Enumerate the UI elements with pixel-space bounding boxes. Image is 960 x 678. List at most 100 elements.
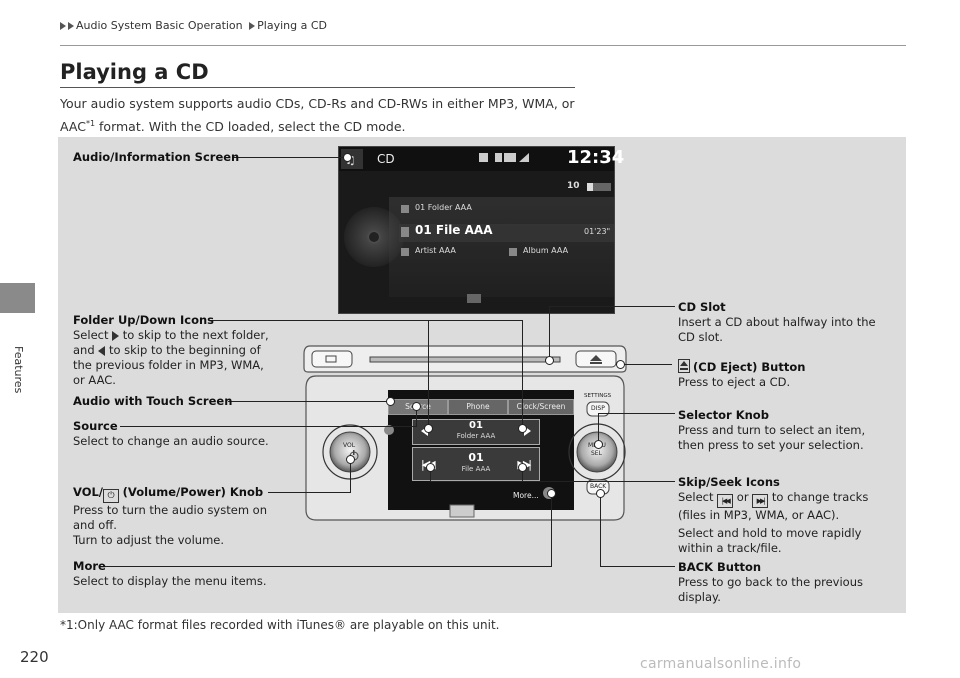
page-number: 220	[20, 648, 49, 666]
label-audio-info-screen: Audio/Information Screen	[73, 150, 240, 164]
folder-panel: 01 Folder AAA	[412, 419, 540, 445]
file-name: File AAA	[461, 465, 491, 473]
label-audio-touch-screen: Audio with Touch Screen	[73, 394, 233, 408]
leader-dot	[343, 153, 352, 162]
leader-cd-slot-v	[549, 306, 550, 360]
watermark: carmanualsonline.info	[640, 656, 802, 672]
screen-folder: 01 Folder AAA	[415, 203, 472, 212]
leader-source	[120, 426, 416, 427]
screen-album: Album AAA	[523, 246, 569, 255]
selector-knob-art	[576, 431, 618, 473]
prev-folder-icon	[98, 346, 106, 356]
screen-track-num: 10	[567, 181, 580, 191]
leader-dot	[518, 424, 527, 433]
page-title: Playing a CD	[60, 60, 209, 84]
leader-skip-v1	[430, 466, 431, 481]
intro-text: Your audio system supports audio CDs, CD…	[60, 94, 580, 137]
folder-up-icon[interactable]	[524, 426, 531, 436]
folder-num: 01	[469, 420, 483, 431]
section-tab	[0, 283, 35, 313]
footnote: *1:Only AAC format files recorded with i…	[60, 618, 500, 632]
label-skip: Skip/Seek Icons Select |◀◀ or ▶▶| to cha…	[678, 475, 869, 555]
intro-line2: AAC*1 format. With the CD loaded, select…	[60, 119, 406, 135]
signal-icon	[519, 153, 529, 162]
leader-vol-v	[350, 458, 351, 493]
breadcrumb-part1[interactable]: Audio System Basic Operation	[76, 19, 243, 32]
label-back: BACK Button Press to go back to the prev…	[678, 560, 863, 604]
header-divider	[60, 45, 906, 46]
screen-clock: 12:34	[567, 147, 625, 168]
label-source: Source Select to change an audio source.	[73, 419, 269, 448]
label-vol-knob: VOL/⏻ (Volume/Power) Knob Press to turn …	[73, 485, 267, 547]
vol-label[interactable]: VOL	[343, 442, 356, 449]
screen-artist: Artist AAA	[415, 246, 456, 255]
leader-dot	[616, 360, 625, 369]
label-eject: (CD Eject) Button Press to eject a CD.	[678, 359, 806, 389]
audio-info-screen: ♫ CD 12:34 10 01 Folder AAA 01 File AAA …	[338, 146, 624, 314]
leader-eject	[620, 364, 672, 365]
leader-source-v	[416, 405, 417, 427]
menu-grid-icon	[467, 294, 481, 303]
leader-dot	[596, 489, 605, 498]
next-folder-icon	[112, 331, 120, 341]
leader-dot	[346, 455, 355, 464]
sel-label[interactable]: SEL	[591, 450, 602, 457]
leader-dot	[412, 402, 421, 411]
intro-line1: Your audio system supports audio CDs, CD…	[60, 96, 575, 111]
battery-icon	[504, 153, 516, 162]
leader-back-v	[600, 492, 601, 567]
leader-audio-screen	[233, 157, 345, 158]
skip-back-ref-icon: |◀◀	[717, 494, 734, 508]
screen-source: CD	[377, 152, 395, 166]
leader-dot	[424, 424, 433, 433]
leader-skip	[430, 481, 675, 482]
label-folder-icons: Folder Up/Down Icons Select to skip to t…	[73, 313, 269, 387]
title-divider	[60, 87, 575, 88]
leader-folder-icons	[210, 320, 523, 321]
back-label[interactable]: BACK	[590, 483, 607, 490]
leader-selector-v	[598, 413, 599, 443]
label-more: More Select to display the menu items.	[73, 559, 267, 588]
screen-time: 01'23"	[584, 227, 611, 236]
leader-cd-slot	[549, 306, 675, 307]
leader-dot	[547, 489, 556, 498]
leader-dot	[594, 440, 603, 449]
side-label: Features	[12, 346, 25, 394]
leader-back	[600, 566, 675, 567]
home-icon[interactable]	[384, 425, 394, 435]
leader-folder-up	[522, 320, 523, 426]
file-num: 01	[468, 451, 484, 464]
leader-vol	[268, 492, 351, 493]
leader-dot	[518, 463, 527, 472]
power-icon: ⏻	[103, 489, 120, 503]
leader-dot	[426, 463, 435, 472]
footnote-ref[interactable]: *1	[85, 119, 96, 128]
disp-label[interactable]: DISP	[591, 405, 605, 412]
clock-screen-button[interactable]: Clock/Screen	[508, 399, 574, 415]
head-unit: Source Phone Clock/Screen 01 Folder AAA …	[300, 340, 630, 525]
side-label-wrap: Features	[12, 346, 25, 397]
leader-dot	[386, 397, 395, 406]
leader-more-v	[551, 492, 552, 567]
breadcrumb: Audio System Basic Operation Playing a C…	[60, 19, 327, 32]
phone-button[interactable]: Phone	[448, 399, 508, 415]
leader-more	[103, 566, 552, 567]
info-screen-art: ♫	[339, 147, 614, 303]
cd-slot-art	[369, 356, 561, 363]
leader-dot	[545, 356, 554, 365]
label-selector: Selector Knob Press and turn to select a…	[678, 408, 866, 452]
skip-forward-ref-icon: ▶▶|	[752, 494, 769, 508]
label-cd-slot: CD Slot Insert a CD about halfway into t…	[678, 300, 876, 344]
leader-touch-screen	[228, 401, 388, 402]
breadcrumb-part2[interactable]: Playing a CD	[257, 19, 327, 32]
leader-selector	[598, 413, 675, 414]
leader-folder-down	[428, 320, 429, 426]
leader-skip-v2	[522, 466, 523, 481]
eject-icon	[678, 359, 690, 373]
screen-file: 01 File AAA	[415, 223, 493, 237]
power-mini-button	[311, 350, 353, 368]
more-button[interactable]: More...	[513, 491, 539, 500]
folder-name: Folder AAA	[456, 432, 496, 440]
settings-label: SETTINGS	[584, 393, 612, 399]
status-icon	[479, 153, 488, 162]
